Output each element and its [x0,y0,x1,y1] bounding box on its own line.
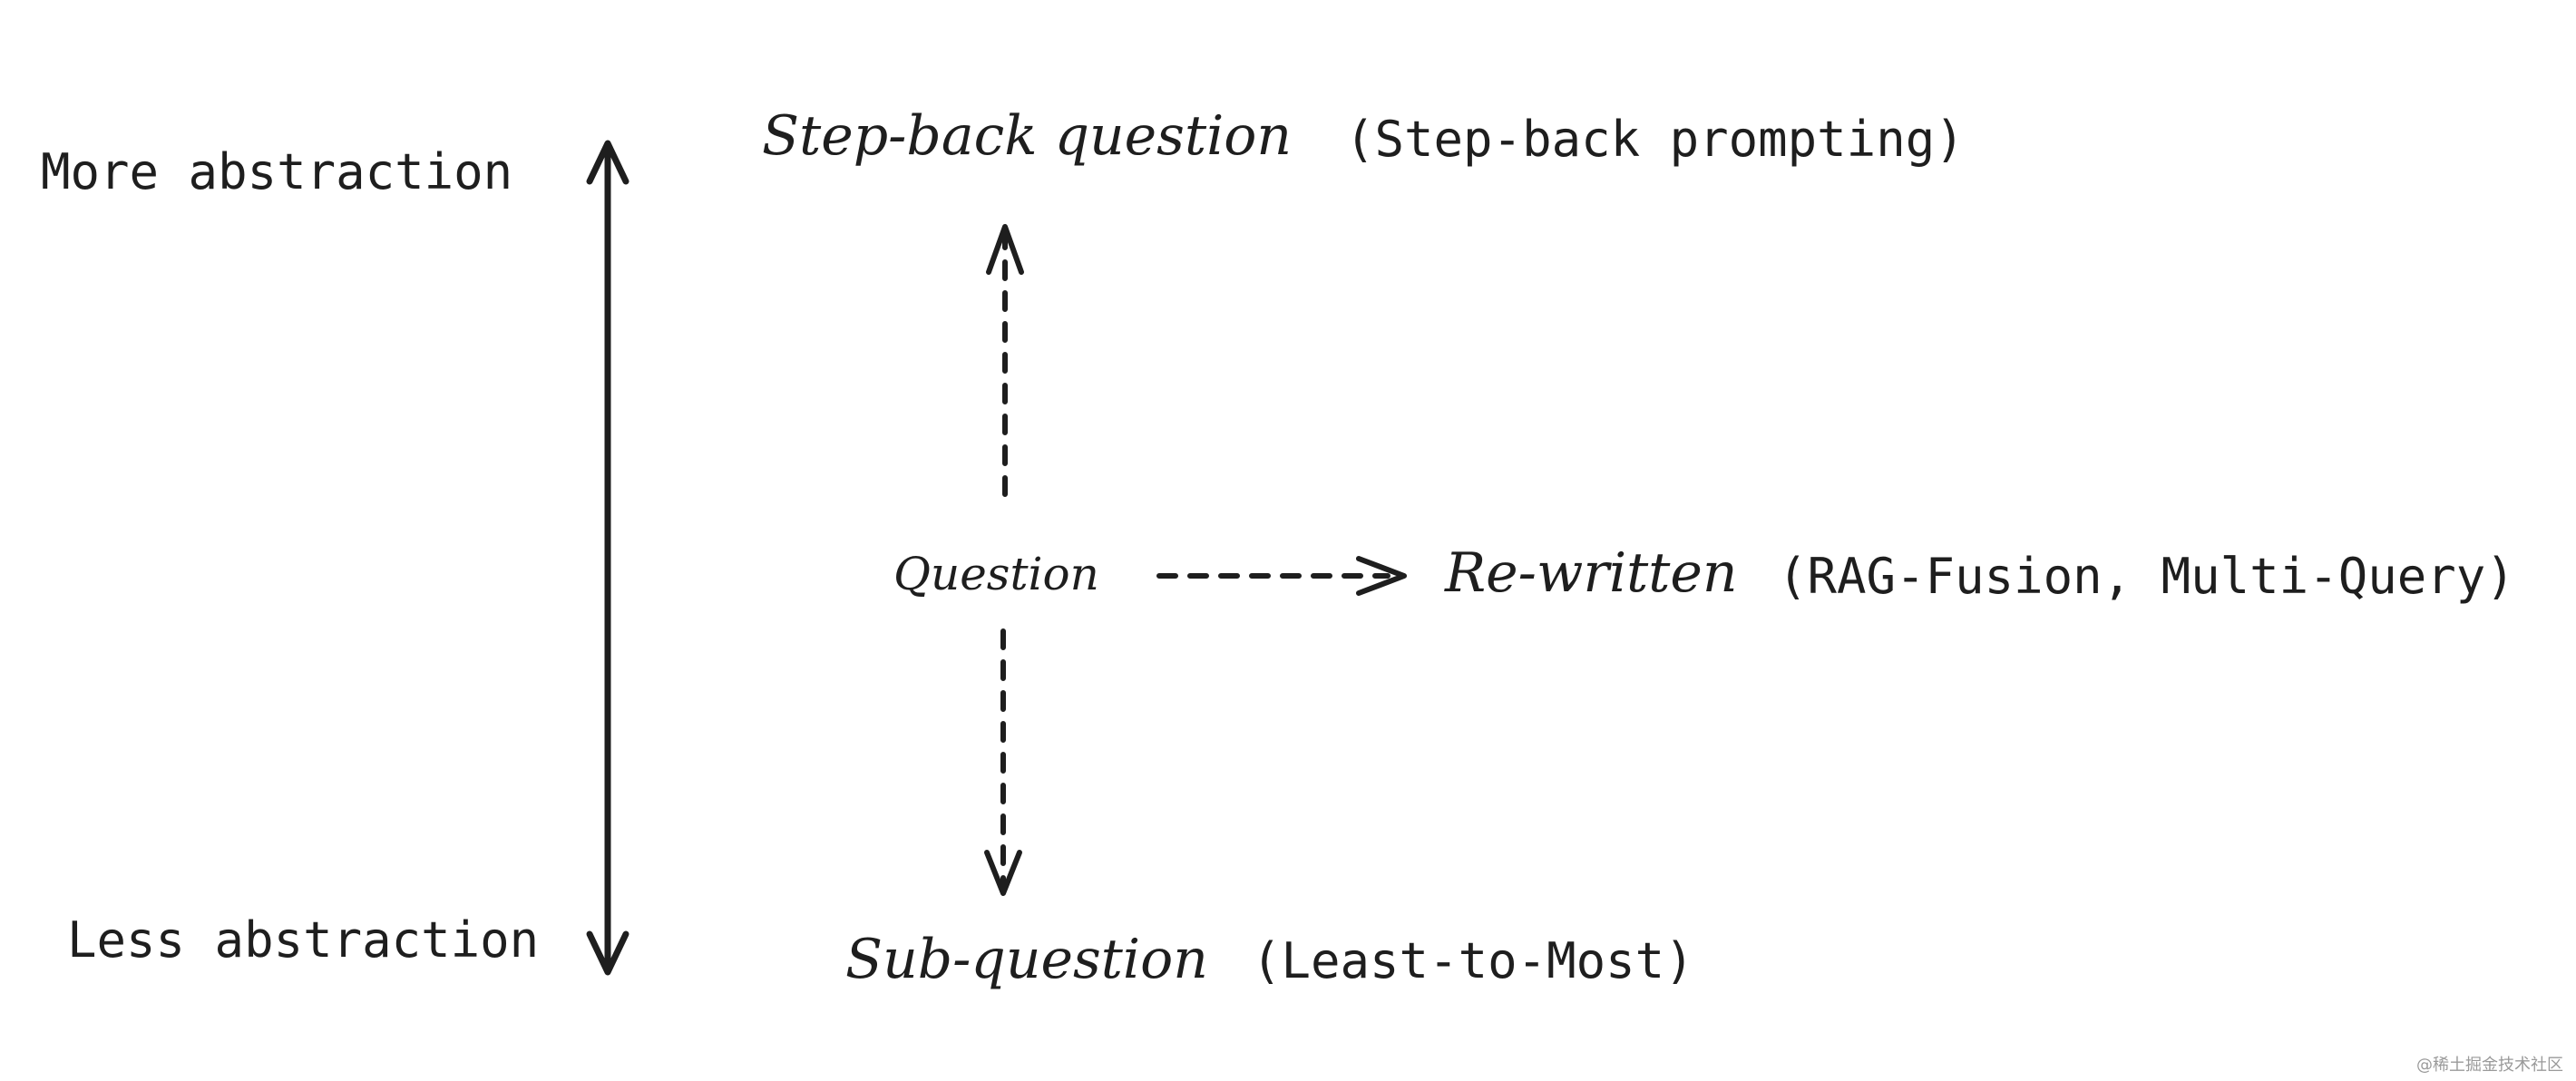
rewritten-detail: (RAG-Fusion, Multi-Query) [1778,548,2515,605]
more-abstraction-label: More abstraction [41,143,512,200]
sub-question-title: Sub-question [845,928,1208,991]
arrow-to-step-back [986,224,1024,497]
sub-question-node: Sub-question (Least-to-Most) [845,928,1694,991]
arrow-to-sub-question [984,628,1022,896]
less-abstraction-label: Less abstraction [67,911,539,969]
step-back-detail: (Step-back prompting) [1345,111,1965,168]
rewritten-title: Re-written [1444,541,1738,605]
step-back-title: Step-back question [762,104,1292,168]
rewritten-node: Re-written (RAG-Fusion, Multi-Query) [1444,541,2515,605]
watermark-text: @稀土掘金技术社区 [2416,1056,2563,1075]
question-node: Question [893,548,1099,600]
abstraction-axis-arrow [586,140,629,976]
step-back-node: Step-back question (Step-back prompting) [762,104,1965,168]
sub-question-detail: (Least-to-Most) [1252,932,1694,989]
arrow-to-rewritten [1156,556,1407,596]
